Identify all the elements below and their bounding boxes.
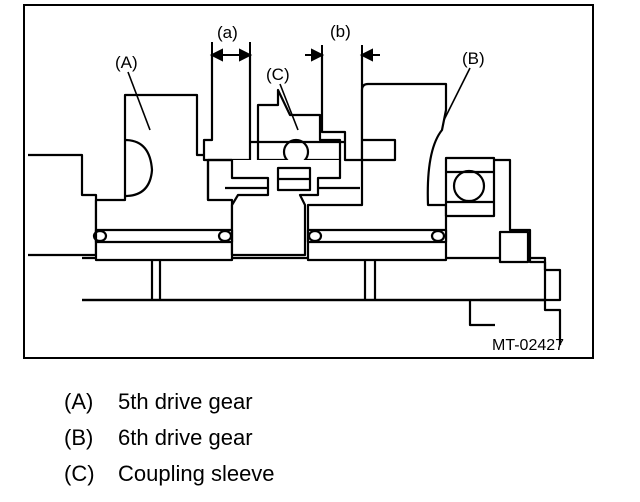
dimension-a bbox=[209, 42, 253, 62]
figure-frame bbox=[23, 4, 594, 359]
legend-code: (C) bbox=[64, 461, 95, 486]
base-housing bbox=[82, 256, 562, 302]
part-c-label: (C) bbox=[266, 65, 290, 84]
left-housing bbox=[28, 153, 98, 257]
right-housing bbox=[494, 158, 562, 345]
parts-legend: (A) 5th drive gear (B) 6th drive gear (C… bbox=[64, 384, 624, 492]
part-b-label: (B) bbox=[462, 49, 485, 68]
legend-item: (A) 5th drive gear bbox=[64, 384, 624, 420]
legend-text: Coupling sleeve bbox=[118, 461, 275, 486]
legend-code: (A) bbox=[64, 389, 94, 414]
legend-item: (C) Coupling sleeve bbox=[64, 456, 624, 492]
dimension-b-label: (b) bbox=[330, 22, 351, 41]
dimension-a-label: (a) bbox=[217, 23, 238, 42]
part-c-leader bbox=[279, 83, 299, 131]
needle-bearings bbox=[92, 228, 448, 244]
synchronizer-hub bbox=[230, 160, 342, 257]
gear-a-arm bbox=[202, 55, 252, 162]
part-a-leader bbox=[127, 71, 151, 131]
right-ball-bearing bbox=[444, 156, 496, 218]
figure-id: MT-02427 bbox=[492, 337, 564, 354]
gear-cross-section-diagram: (a) (b) (A) (C) (B) MT-02427 bbox=[23, 4, 594, 359]
gear-assembly-drawing bbox=[28, 55, 562, 345]
legend-text: 5th drive gear bbox=[118, 389, 253, 414]
dimension-b bbox=[305, 45, 380, 62]
shaft-pins bbox=[150, 250, 377, 300]
legend-text: 6th drive gear bbox=[118, 425, 253, 450]
legend-item: (B) 6th drive gear bbox=[64, 420, 624, 456]
part-b-leader bbox=[443, 67, 471, 121]
part-a-label: (A) bbox=[115, 53, 138, 72]
legend-code: (B) bbox=[64, 425, 94, 450]
